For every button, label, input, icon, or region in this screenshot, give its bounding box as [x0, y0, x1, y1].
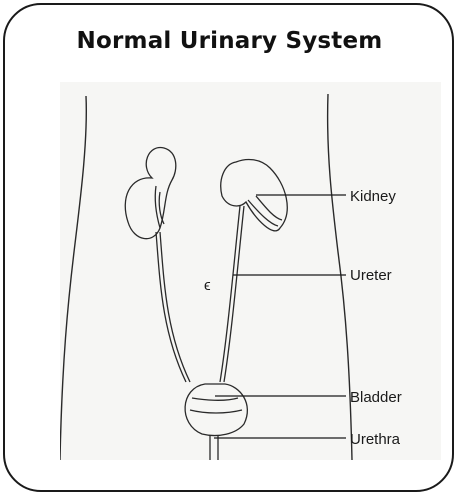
- bladder-label: Bladder: [350, 389, 402, 406]
- navel-mark: ϵ: [204, 277, 211, 294]
- ureter-label: Ureter: [350, 267, 392, 284]
- urethra-label: Urethra: [350, 431, 401, 448]
- urinary-system-illustration: ϵ Kidney Ureter Bladder Urethra: [60, 82, 441, 460]
- kidney-label: Kidney: [350, 188, 396, 205]
- diagram-title: Normal Urinary System: [0, 28, 459, 54]
